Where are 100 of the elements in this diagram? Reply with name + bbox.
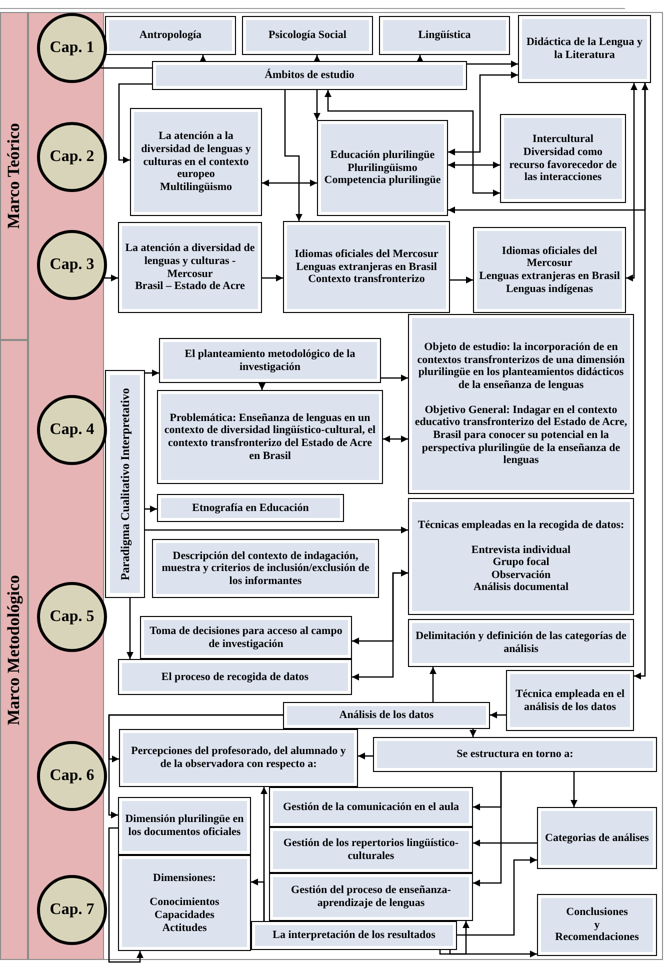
box-text: El planteamiento metodológico de la investigación [184,348,356,374]
arrow [251,878,265,921]
text-box [408,498,634,615]
chapter-label: Cap. 7 [50,900,94,920]
text-box [119,729,358,787]
arrow [352,570,408,680]
text-box [157,494,344,522]
text-box [269,873,473,921]
box-text: Dimensiones: [153,872,216,884]
box-text: Recomendaciones [555,931,639,944]
box-text: Multilingüismo [160,180,232,194]
box-text: Percepciones del profesorado, del alumnado y de la observadora con respecto a: [130,745,347,771]
vertical-text-box [105,370,145,598]
box-text: Se estructura en torno a: [456,748,574,761]
arrow [284,90,302,221]
text-box [140,616,352,659]
text-box [518,15,651,83]
text-box [379,16,510,55]
text-box [473,227,626,313]
side-band [0,340,28,960]
box-text: Gestión de los repertorios lingüístico-culturales [282,837,460,863]
box-text: Lenguas extranjeras en Brasil [479,270,620,283]
vertical-label: Paradigma Cualitativo Interpretativo [117,388,133,580]
text-box [506,670,634,731]
text-box [242,16,373,55]
chapter-label: Cap. 1 [50,38,94,58]
box-text: Toma de decisiones para acceso al campo de investigación [148,624,344,650]
arrow [145,370,159,376]
box-text: La interpretación de los resultados [272,929,436,942]
box-text: La atención a la diversidad de lenguas y culturas en el contexto europeo [140,130,252,181]
box-text: Observación [491,568,551,582]
text-box [118,855,251,951]
vertical-label: Marco Teórico [3,123,24,229]
box-text: Lenguas extranjeras en Brasil [296,260,437,274]
text-box [251,921,457,950]
arrow [381,374,408,382]
box-text: Conocimientos [150,896,220,909]
box-text: Objetivo General: Indagar en el contexto educativo transfronterizo del Estado de Acre, Brasil para conocer su potencial en la perspectiva plurilingüe de la enseñanza de lenguas [414,404,628,467]
text-box [269,787,473,827]
arrow [448,162,500,168]
box-text: Lenguas indígenas [506,282,594,296]
text-box [152,539,379,598]
text-box [317,120,448,216]
box-text: Psicología Social [268,29,346,42]
text-box [283,702,490,729]
arrow [383,436,408,442]
box-text: Conclusiones [566,906,628,919]
connector-line [100,67,152,69]
box-text: Ámbitos de estudio [264,69,354,82]
box-text: Análisis documental [473,581,569,594]
box-text: Categorias de análises [545,832,649,844]
box-text: Etnografía en Educación [192,502,309,514]
box-text: Técnicas empleadas en la recogida de datos: [418,518,624,532]
box-text: Idiomas oficiales del Mercosur [294,248,438,261]
box-text: Descripción del contexto de indagación, muestra y criterios de inclusión/exclusión de los informantes [160,550,370,588]
arrow [448,72,518,156]
box-text: Plurilingüismo [348,162,418,174]
text-box [159,338,381,383]
box-text: Capacidades [154,909,214,922]
arrow [118,83,152,164]
box-text: y [594,918,600,932]
arrow [126,598,134,659]
arrow [457,856,537,936]
arrow [145,526,408,534]
text-box [269,827,473,873]
arrow [570,772,578,807]
box-text: El proceso de recogida de datos [161,670,309,684]
arrow [626,83,638,282]
box-text: Técnica empleada en el análisis de los datos [514,688,626,714]
arrow [449,921,470,955]
box-text: Antropología [139,29,202,42]
box-text: Gestión de la comunicación en el aula [283,800,459,814]
text-box [105,16,236,55]
text-box [130,108,262,216]
arrow [473,840,537,846]
chapter-label: Cap. 5 [50,607,94,627]
chapter-label: Cap. 2 [50,147,94,167]
box-text: Lingüística [418,29,471,42]
text-box [408,619,634,667]
text-box [500,114,626,203]
box-text: Actitudes [162,922,207,934]
arrow [108,714,283,818]
arrow [634,83,648,680]
arrow [473,772,502,886]
text-box [537,807,657,869]
box-text: Dimensión plurilingüe en los documentos oficiales [124,813,245,839]
box-text: Grupo focal [492,556,550,569]
text-box [118,659,352,695]
arrow [358,752,373,760]
text-box [537,894,657,956]
text-box [118,222,262,313]
arrow [258,383,266,390]
box-text: Delimitación y definición de las categorías de análisis [414,630,628,656]
box-text: Objeto de estudio: la incorporación de en contextos transfronterizos de una dimensión plurilingüe en los planteamientos didácticos de la enseñanza de lenguas [416,341,626,392]
box-text: Análisis de los datos [339,709,434,722]
text-box [118,797,251,855]
arrow [416,55,424,62]
chapter-label: Cap. 6 [50,766,94,786]
box-text: Idiomas oficiales del Mercosur [500,244,598,270]
text-box [373,737,657,772]
